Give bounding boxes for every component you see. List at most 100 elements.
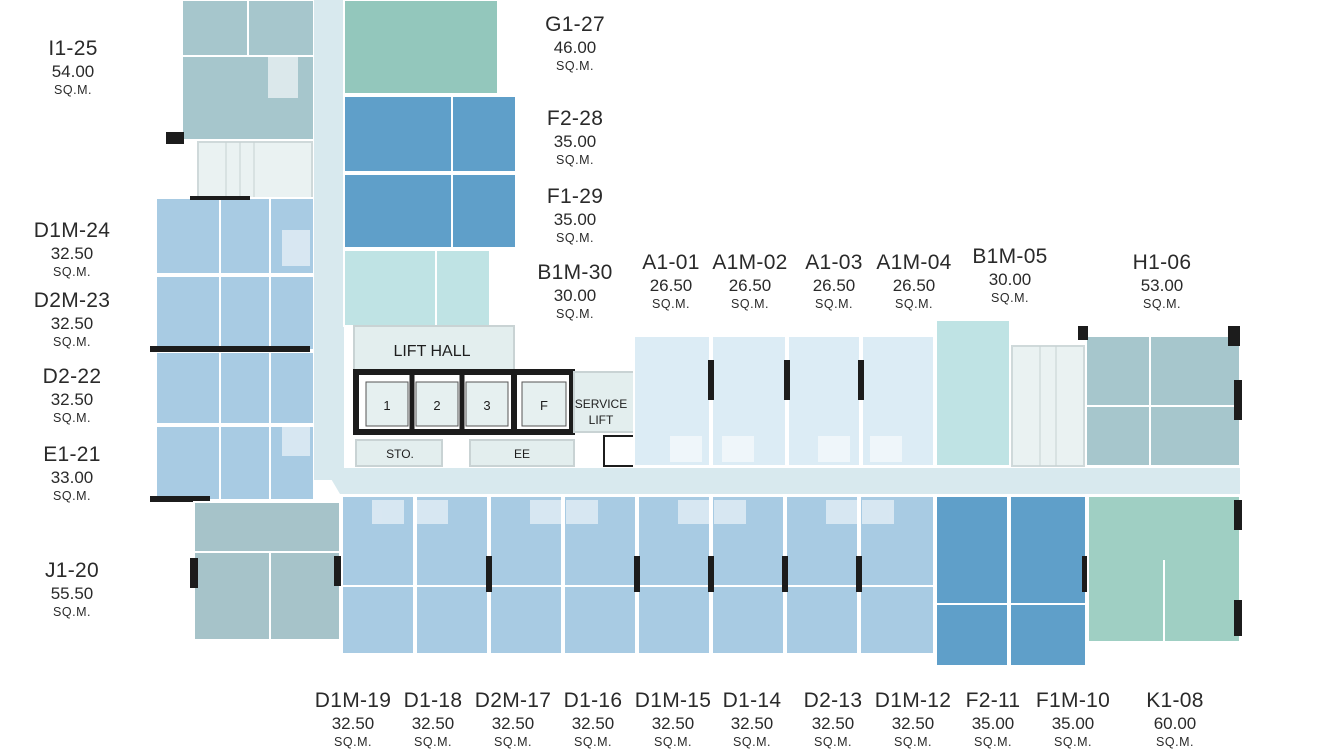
unit-area-unit: SQ.M. (733, 735, 771, 749)
unit-area: 26.50 (728, 276, 772, 295)
unit-code: A1-03 (805, 251, 863, 274)
unit-F1-29[interactable] (343, 173, 517, 249)
label-D1M-12: D1M-12 32.50 SQ.M. (864, 690, 962, 749)
ee-room (469, 439, 575, 467)
label-G1-27: G1-27 46.00 SQ.M. (530, 14, 620, 73)
unit-area-unit: SQ.M. (574, 735, 612, 749)
unit-H1-06[interactable] (1085, 335, 1241, 467)
label-D1M-24: D1M-24 32.50 SQ.M. (22, 220, 122, 279)
label-J1-20: J1-20 55.50 SQ.M. (22, 560, 122, 619)
stair-right (1011, 345, 1085, 467)
unit-area-unit: SQ.M. (654, 735, 692, 749)
unit-code: D1-18 (403, 689, 463, 712)
label-I1-25: I1-25 54.00 SQ.M. (30, 38, 116, 97)
unit-code: D1M-12 (874, 689, 952, 712)
storage-label: STO. (386, 447, 414, 461)
unit-area: 26.50 (649, 276, 693, 295)
unit-area-unit: SQ.M. (894, 735, 932, 749)
unit-code: G1-27 (545, 13, 605, 36)
unit-code: D1-14 (722, 689, 782, 712)
unit-code: D2M-17 (474, 689, 552, 712)
unit-area: 30.00 (988, 270, 1032, 289)
unit-code: D2-22 (42, 365, 102, 388)
unit-code: D1M-24 (33, 219, 111, 242)
unit-area-unit: SQ.M. (53, 265, 91, 279)
unit-B1M-30[interactable] (343, 249, 491, 327)
unit-code: A1M-02 (712, 251, 788, 274)
unit-area-unit: SQ.M. (814, 735, 852, 749)
bathroom-fixtures (282, 230, 902, 524)
label-D1-18: D1-18 32.50 SQ.M. (394, 690, 472, 749)
unit-area-unit: SQ.M. (991, 291, 1029, 305)
unit-area: 32.50 (491, 714, 535, 733)
label-F1-29: F1-29 35.00 SQ.M. (530, 186, 620, 245)
label-B1M-30: B1M-30 30.00 SQ.M. (526, 262, 624, 321)
unit-area: 60.00 (1153, 714, 1197, 733)
unit-area-unit: SQ.M. (652, 297, 690, 311)
lift-2-label: 2 (433, 398, 440, 413)
unit-area: 35.00 (553, 210, 597, 229)
unit-B1M-05[interactable] (935, 319, 1011, 467)
unit-area-unit: SQ.M. (494, 735, 532, 749)
storage-room (355, 439, 443, 467)
unit-area-unit: SQ.M. (556, 231, 594, 245)
unit-area-unit: SQ.M. (1156, 735, 1194, 749)
unit-G1-27[interactable] (343, 0, 499, 95)
corridor-vertical (314, 0, 344, 480)
unit-area-unit: SQ.M. (556, 307, 594, 321)
ee-label: EE (514, 447, 530, 461)
label-D2M-17: D2M-17 32.50 SQ.M. (464, 690, 562, 749)
label-A1M-04: A1M-04 26.50 SQ.M. (866, 252, 962, 311)
unit-area: 54.00 (51, 62, 95, 81)
unit-area: 32.50 (571, 714, 615, 733)
label-A1-03: A1-03 26.50 SQ.M. (794, 252, 874, 311)
unit-code: D2-13 (803, 689, 863, 712)
unit-area-unit: SQ.M. (974, 735, 1012, 749)
unit-code: F2-11 (965, 689, 1021, 712)
label-E1-21: E1-21 33.00 SQ.M. (22, 444, 122, 503)
unit-area: 32.50 (50, 244, 94, 263)
unit-F2-28[interactable] (343, 95, 517, 173)
unit-area: 32.50 (50, 390, 94, 409)
label-D2-13: D2-13 32.50 SQ.M. (794, 690, 872, 749)
label-H1-06: H1-06 53.00 SQ.M. (1116, 252, 1208, 311)
label-D1-14: D1-14 32.50 SQ.M. (712, 690, 792, 749)
unit-area-unit: SQ.M. (1054, 735, 1092, 749)
unit-code: B1M-05 (972, 245, 1048, 268)
unit-D2M-23[interactable] (155, 275, 315, 351)
label-F2-11: F2-11 35.00 SQ.M. (958, 690, 1028, 749)
unit-code: D1-16 (563, 689, 623, 712)
label-D1-16: D1-16 32.50 SQ.M. (554, 690, 632, 749)
label-D2M-23: D2M-23 32.50 SQ.M. (22, 290, 122, 349)
lift-3-label: 3 (483, 398, 490, 413)
label-F2-28: F2-28 35.00 SQ.M. (530, 108, 620, 167)
unit-code: D1M-15 (634, 689, 712, 712)
unit-code: A1-01 (642, 251, 700, 274)
lift-1-label: 1 (383, 398, 390, 413)
label-F1M-10: F1M-10 35.00 SQ.M. (1026, 690, 1120, 749)
unit-area-unit: SQ.M. (54, 83, 92, 97)
unit-area: 30.00 (553, 286, 597, 305)
unit-area: 35.00 (553, 132, 597, 151)
lift-2 (415, 381, 459, 427)
unit-D2-22[interactable] (155, 351, 315, 425)
unit-code: F1M-10 (1035, 689, 1111, 712)
lift-F-label: F (540, 398, 548, 413)
unit-code: K1-08 (1146, 689, 1204, 712)
unit-area: 46.00 (553, 38, 597, 57)
unit-area: 32.50 (651, 714, 695, 733)
unit-area: 32.50 (891, 714, 935, 733)
unit-code: H1-06 (1132, 251, 1192, 274)
label-D1M-19: D1M-19 32.50 SQ.M. (304, 690, 402, 749)
unit-F1M-10[interactable] (1009, 495, 1087, 667)
unit-D1-14[interactable] (711, 495, 785, 655)
unit-area: 35.00 (1051, 714, 1095, 733)
unit-area: 32.50 (811, 714, 855, 733)
unit-J1-20[interactable] (193, 501, 341, 641)
unit-area: 32.50 (411, 714, 455, 733)
unit-code: D1M-19 (314, 689, 392, 712)
unit-code: F2-28 (546, 107, 604, 130)
unit-code: D2M-23 (33, 289, 111, 312)
unit-F2-11[interactable] (935, 495, 1009, 667)
